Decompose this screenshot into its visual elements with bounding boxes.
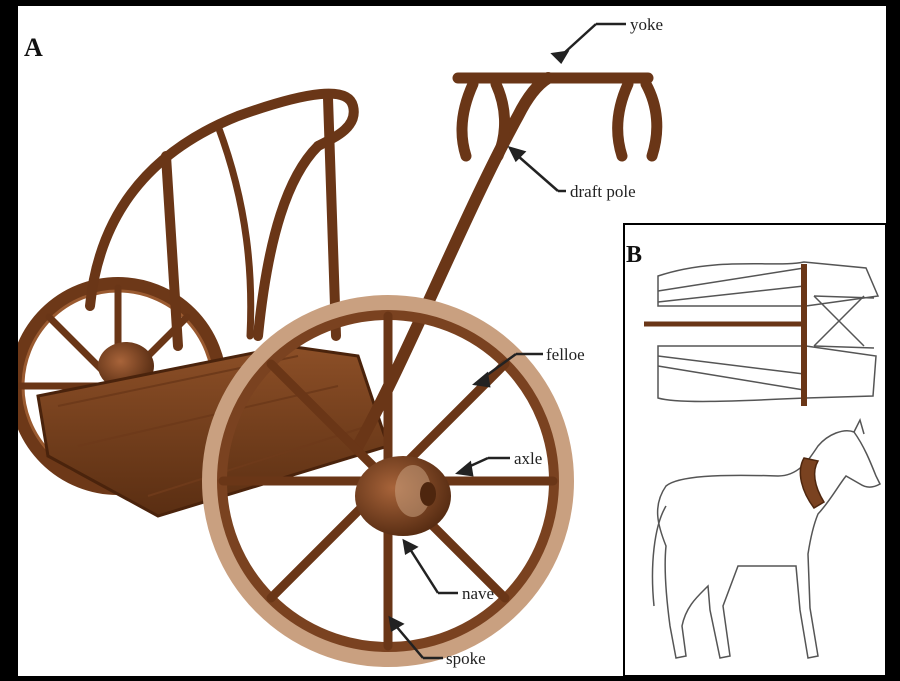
label-spoke: spoke xyxy=(446,649,486,668)
label-draft-pole: draft pole xyxy=(570,182,636,201)
chariot-illustration xyxy=(18,78,657,659)
label-felloe: felloe xyxy=(546,345,585,364)
panel-b-inset: B xyxy=(624,224,886,676)
panel-label-b: B xyxy=(626,242,642,268)
label-yoke: yoke xyxy=(630,15,663,34)
yoke-shape xyxy=(458,78,657,156)
chariot-figure: A xyxy=(18,6,886,676)
figure-frame: A xyxy=(18,6,886,676)
panel-label-a: A xyxy=(24,33,43,62)
label-nave: nave xyxy=(462,584,494,603)
chariot-railing xyxy=(90,94,354,346)
label-axle: axle xyxy=(514,449,542,468)
